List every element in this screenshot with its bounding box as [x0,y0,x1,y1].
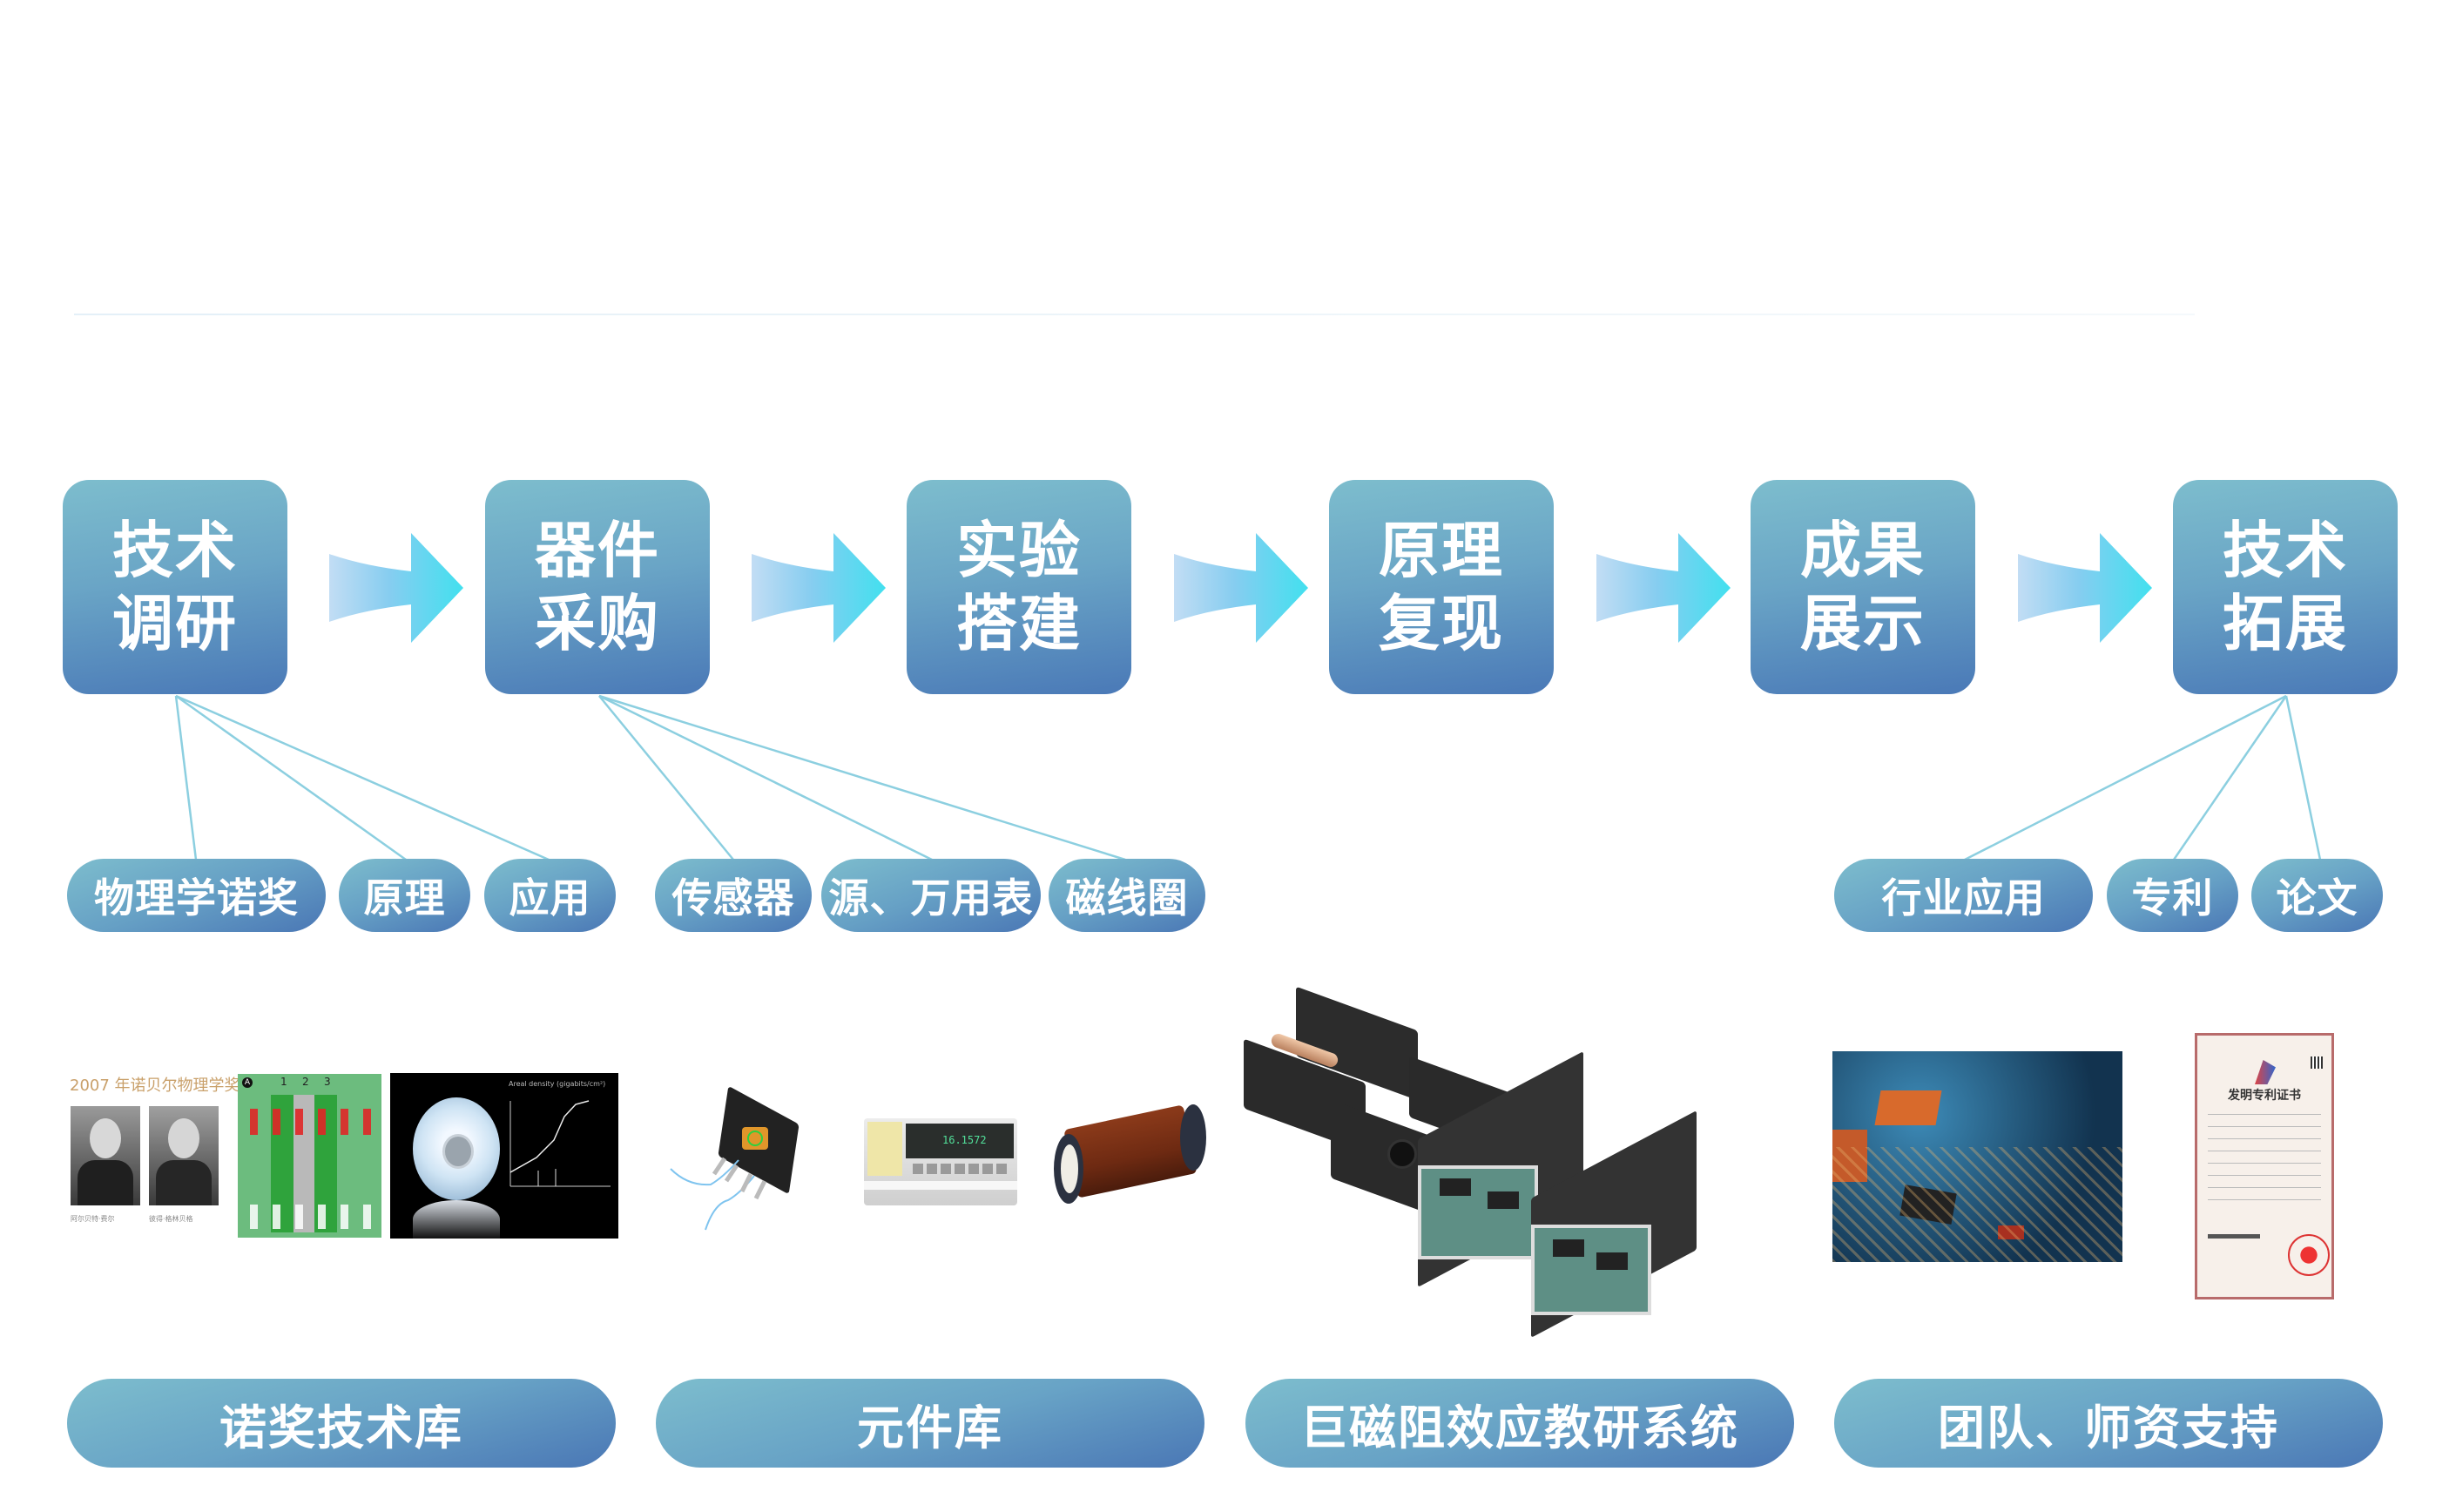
portrait-photo [149,1106,219,1205]
tag-label: 专利 [2131,874,2214,921]
laureate-name: 阿尔贝特·费尔 [71,1215,115,1223]
category-component-library: 元件库 [656,1379,1204,1468]
layer-label: 3 [324,1076,331,1088]
nobel-caption: 2007 年诺贝尔物理学奖 [70,1077,240,1095]
connector-line [598,695,734,861]
tag-label: 传感器 [671,874,795,921]
category-label: 巨磁阻效应教研系统 [1300,1400,1739,1455]
gmr-sensor-chip-image [662,1085,806,1239]
category-label: 诺奖技术库 [219,1400,463,1455]
connector-line [2172,695,2288,861]
arrow-right-icon [1174,533,1308,643]
tag-sensor: 传感器 [655,859,812,932]
category-label: 团队、师资支持 [1938,1400,2279,1455]
connector-line [1964,694,2287,861]
step-label-line2: 搭建 [956,588,1082,659]
step-label-line2: 拓展 [2223,588,2348,659]
spin-valve-diagram: A 1 2 3 [238,1074,381,1238]
arrow-right-icon [752,533,886,643]
faint-divider-line [74,314,2195,315]
gmr-teaching-system-image [1244,986,1801,1338]
tag-label: 物理学诺奖 [94,874,299,921]
tag-label: 论文 [2276,874,2358,921]
step-label-line1: 技术 [2223,515,2348,586]
connector-line [175,694,407,861]
step-results-display: 成果展示 [1751,480,1975,694]
step-tech-extension: 技术拓展 [2173,480,2398,694]
tag-label: 源、万用表 [828,874,1034,921]
connector-line [598,694,933,861]
nobel-laureates-image: 2007 年诺贝尔物理学奖 阿尔贝特·费尔 彼得·格林贝格 [68,1070,240,1235]
tag-nobel-physics: 物理学诺奖 [67,859,326,932]
arrow-right-icon [2018,533,2152,643]
step-label-line1: 器件 [535,515,660,586]
step-label-line1: 成果 [1800,515,1926,586]
step-label-line1: 原理 [1379,515,1504,586]
connector-line [2284,695,2322,861]
laureate-name: 彼得·格林贝格 [149,1215,193,1223]
label-a: A [242,1077,253,1088]
circuit-board-image [1832,1051,2122,1262]
hard-disk-density-image: Areal density (gigabits/cm²) [390,1073,618,1239]
power-supply-panel [1418,1165,1538,1259]
category-gmr-teaching-system: 巨磁阻效应教研系统 [1245,1379,1794,1468]
density-growth-chart [509,1100,611,1187]
tag-magnetic-coil: 磁线圈 [1049,859,1205,932]
step-label-line2: 调研 [112,588,238,659]
tag-source-multimeter: 源、万用表 [821,859,1041,932]
tag-paper: 论文 [2251,859,2383,932]
category-team-faculty-support: 团队、师资支持 [1834,1379,2383,1468]
step-principle-reproduction: 原理复现 [1329,480,1554,694]
arrow-right-icon [1596,533,1731,643]
step-label-line2: 采购 [535,588,660,659]
tag-label: 原理 [363,874,446,921]
tag-label: 行业应用 [1881,874,2046,921]
tag-application: 应用 [484,859,616,932]
arrow-right-icon [329,533,463,643]
step-tech-research: 技术调研 [63,480,287,694]
patent-certificate-image: 发明专利证书 [2195,1033,2334,1299]
step-device-procurement: 器件采购 [485,480,710,694]
step-label-line1: 实验 [956,515,1082,586]
chart-ylabel: Areal density (gigabits/cm²) [509,1080,606,1088]
digital-multimeter-image: 16.1572 [864,1108,1017,1205]
category-label: 元件库 [857,1400,1003,1455]
multimeter-reading: 16.1572 [942,1134,987,1146]
connector-line [174,695,198,861]
portrait-photo [71,1106,140,1205]
tag-label: 应用 [509,874,591,921]
tag-principle: 原理 [339,859,470,932]
step-label-line2: 复现 [1379,588,1504,659]
magnetic-coil-image [1054,1104,1206,1209]
connector-line [175,694,550,861]
step-label-line1: 技术 [112,515,238,586]
category-nobel-tech-library: 诺奖技术库 [67,1379,616,1468]
layer-label: 1 [280,1076,287,1088]
tag-industry-application: 行业应用 [1834,859,2093,932]
step-experiment-setup: 实验搭建 [907,480,1131,694]
tag-label: 磁线圈 [1065,874,1189,921]
tag-patent: 专利 [2107,859,2238,932]
power-supply-panel [1531,1225,1651,1315]
step-label-line2: 展示 [1800,588,1926,659]
layer-label: 2 [302,1076,309,1088]
patent-title: 发明专利证书 [2228,1089,2301,1103]
connector-line [598,694,1126,861]
